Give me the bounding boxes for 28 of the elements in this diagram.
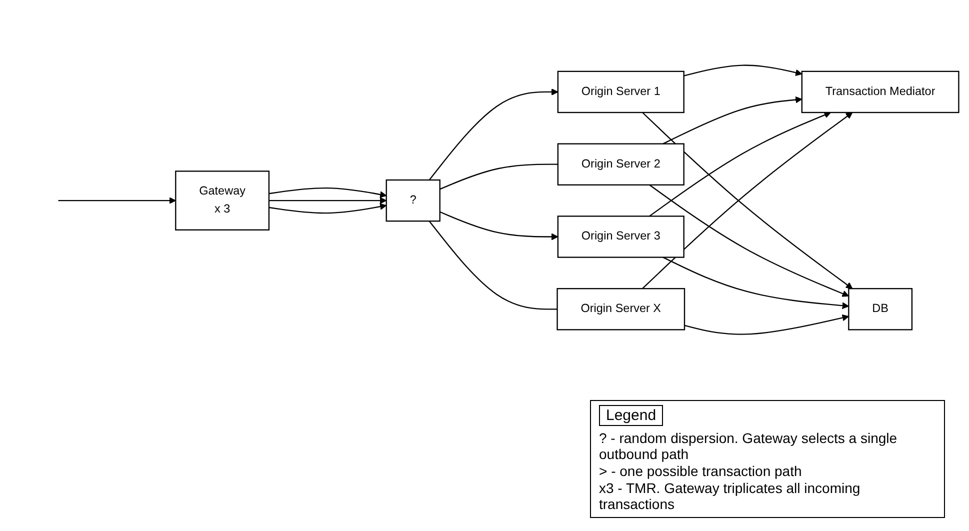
node-box	[385, 180, 440, 222]
legend-entry: ? - random dispersion. Gateway selects a single outbound path	[599, 430, 898, 462]
connector	[428, 220, 557, 310]
legend-entry: > - one possible transaction path	[599, 463, 803, 479]
flowchart-diagram: Gateway x 3 ? Origin Server 1 Origin Server 2 Origin Server 3 Origin Server X Transaction Mediator DB	[4, 59, 964, 341]
arrow	[662, 256, 848, 310]
legend-title: Legend	[599, 405, 664, 426]
node-box	[800, 71, 959, 114]
legend-entry: x3 - TMR. Gateway triplicates all incoming transactions	[599, 480, 862, 512]
arrow	[268, 188, 386, 198]
arrow	[268, 203, 386, 214]
arrow	[684, 314, 848, 336]
node-box	[556, 216, 684, 258]
node-box	[848, 288, 912, 330]
arrow	[268, 197, 386, 204]
connector	[439, 164, 558, 190]
node-box	[556, 288, 685, 330]
node-box	[556, 71, 684, 114]
node-box	[174, 170, 270, 231]
arrow	[683, 64, 802, 77]
arrow	[428, 88, 558, 181]
arrow	[642, 112, 852, 290]
arrow	[439, 212, 558, 240]
arrow	[58, 197, 176, 204]
arrow	[662, 96, 802, 145]
arrow	[648, 112, 830, 217]
node-box	[556, 143, 684, 186]
arrow	[648, 184, 848, 298]
